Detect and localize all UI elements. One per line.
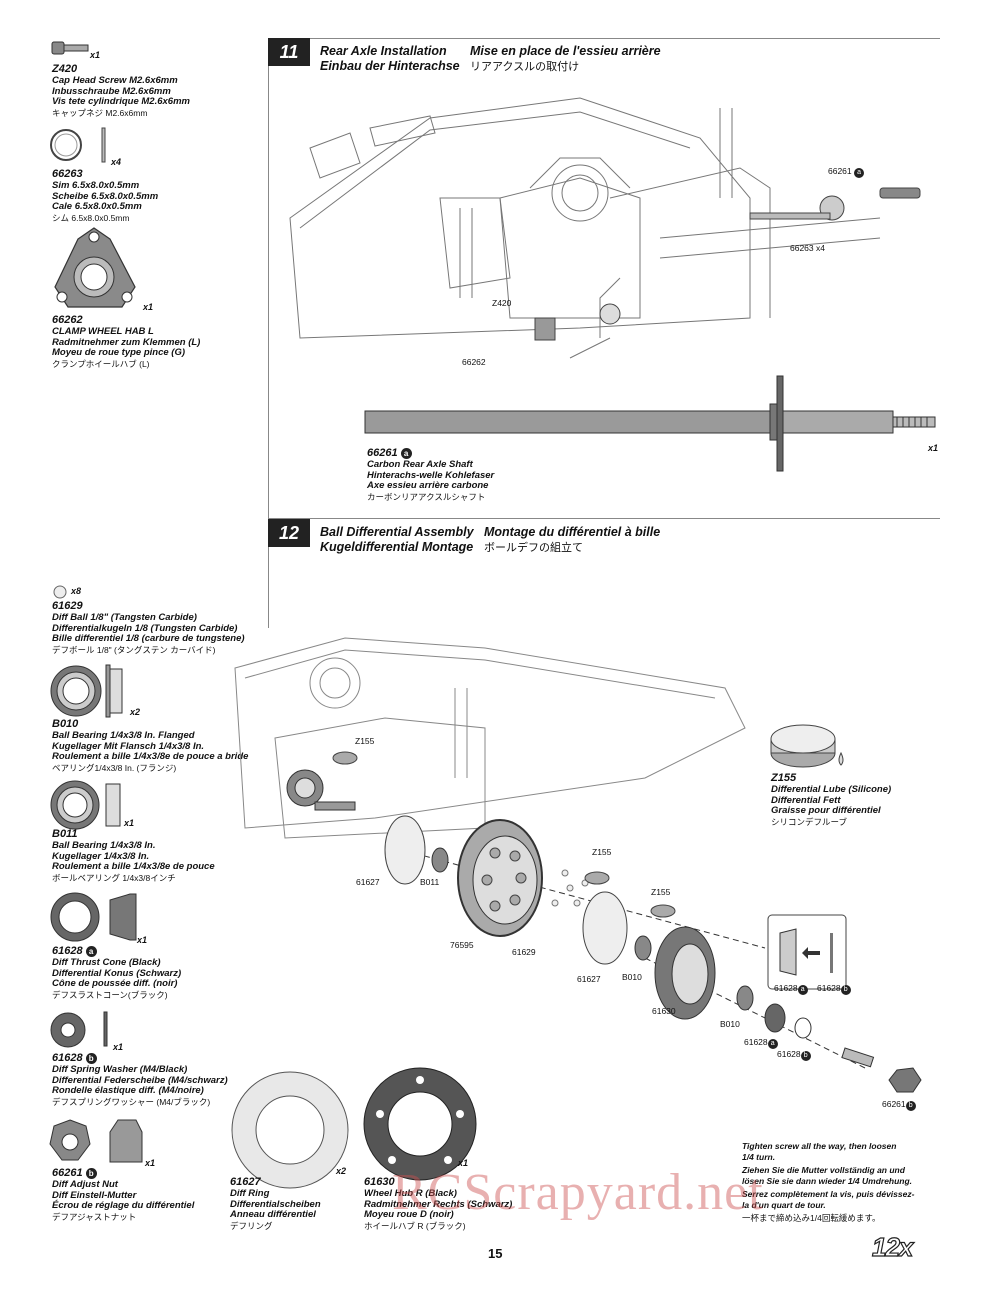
diff-ball-icon bbox=[53, 585, 67, 599]
wheel-hub-icon bbox=[363, 1067, 477, 1181]
z420-qty: x1 bbox=[90, 50, 101, 60]
66262-qty: x1 bbox=[143, 302, 154, 312]
61629-qty: x8 bbox=[71, 586, 82, 596]
b010-qty: x2 bbox=[130, 707, 141, 717]
step11-left-rule bbox=[268, 38, 269, 518]
callout-z155: Z155 bbox=[651, 887, 671, 897]
step12-top-rule bbox=[268, 518, 940, 519]
badge-a: a bbox=[85, 946, 97, 957]
b011-qty: x1 bbox=[124, 818, 135, 828]
step11-top-rule bbox=[268, 38, 940, 39]
part-61630: 61630 Wheel Hub R (Black)Radmitnehmer Re… bbox=[364, 1176, 513, 1231]
61628b-qty: x1 bbox=[113, 1042, 124, 1052]
diff-adjust-nut-icon bbox=[49, 1119, 143, 1163]
66261b-qty: x1 bbox=[145, 1158, 156, 1168]
callout-61627: 61627 bbox=[577, 974, 601, 984]
part-b011: B011 Ball Bearing 1/4x3/8 In.Kugellager … bbox=[52, 828, 215, 883]
callout-61630: 61630 bbox=[652, 1006, 676, 1016]
detail-inset bbox=[767, 914, 847, 990]
66263-qty: x4 bbox=[111, 157, 122, 167]
callout-66262: 66262 bbox=[462, 357, 486, 367]
61627-qty: x2 bbox=[336, 1166, 347, 1176]
callout-z420: Z420 bbox=[492, 298, 512, 308]
callout-76595: 76595 bbox=[450, 940, 474, 950]
spring-washer-icon bbox=[50, 1011, 108, 1048]
rear-axle-shaft-drawing bbox=[364, 375, 936, 472]
callout-z155: Z155 bbox=[355, 736, 375, 746]
callout-66263: 66263 x4 bbox=[790, 243, 825, 253]
diff-thrust-cone-icon bbox=[50, 892, 137, 942]
66261a-qty: x1 bbox=[928, 443, 939, 453]
step12-diff-drawing bbox=[234, 637, 922, 1093]
diff-ring-icon bbox=[231, 1071, 349, 1189]
page-number: 15 bbox=[488, 1246, 503, 1261]
step12-number: 12 bbox=[268, 519, 310, 547]
part-61629: 61629 Diff Ball 1/8" (Tangsten Carbide)D… bbox=[52, 600, 245, 655]
watermark-text: RCScrapyard.net bbox=[392, 1164, 764, 1221]
callout-b011: B011 bbox=[420, 877, 440, 887]
shim-icon bbox=[50, 127, 106, 163]
bearing-icon bbox=[50, 780, 121, 830]
flanged-bearing-icon bbox=[50, 664, 123, 718]
callout-b010: B010 bbox=[622, 972, 642, 982]
step11-number: 11 bbox=[268, 38, 310, 66]
cap-screw-icon bbox=[51, 41, 89, 55]
callout-z155: Z155 bbox=[592, 847, 612, 857]
callout-66261a: 66261 a bbox=[828, 166, 865, 178]
step12-left-rule bbox=[268, 518, 269, 628]
callout-61627: 61627 bbox=[356, 877, 380, 887]
61630-qty: x1 bbox=[458, 1158, 469, 1168]
part-61628b: 61628 b Diff Spring Washer (M4/Black)Dif… bbox=[52, 1052, 228, 1107]
step11-chassis-drawing bbox=[289, 97, 921, 359]
lube-jar-icon bbox=[770, 724, 844, 768]
part-z155: Z155 Differential Lube (Silicone)Differe… bbox=[771, 772, 892, 827]
product-logo: 12x bbox=[871, 1231, 914, 1262]
callout-61629: 61629 bbox=[512, 947, 536, 957]
callout-b010: B010 bbox=[720, 1019, 740, 1029]
clamp-wheel-hub-icon bbox=[54, 227, 136, 308]
61628a-qty: x1 bbox=[137, 935, 148, 945]
badge-b: b bbox=[85, 1053, 97, 1064]
part-61628a: 61628 a Diff Thrust Cone (Black)Differen… bbox=[52, 945, 182, 1000]
